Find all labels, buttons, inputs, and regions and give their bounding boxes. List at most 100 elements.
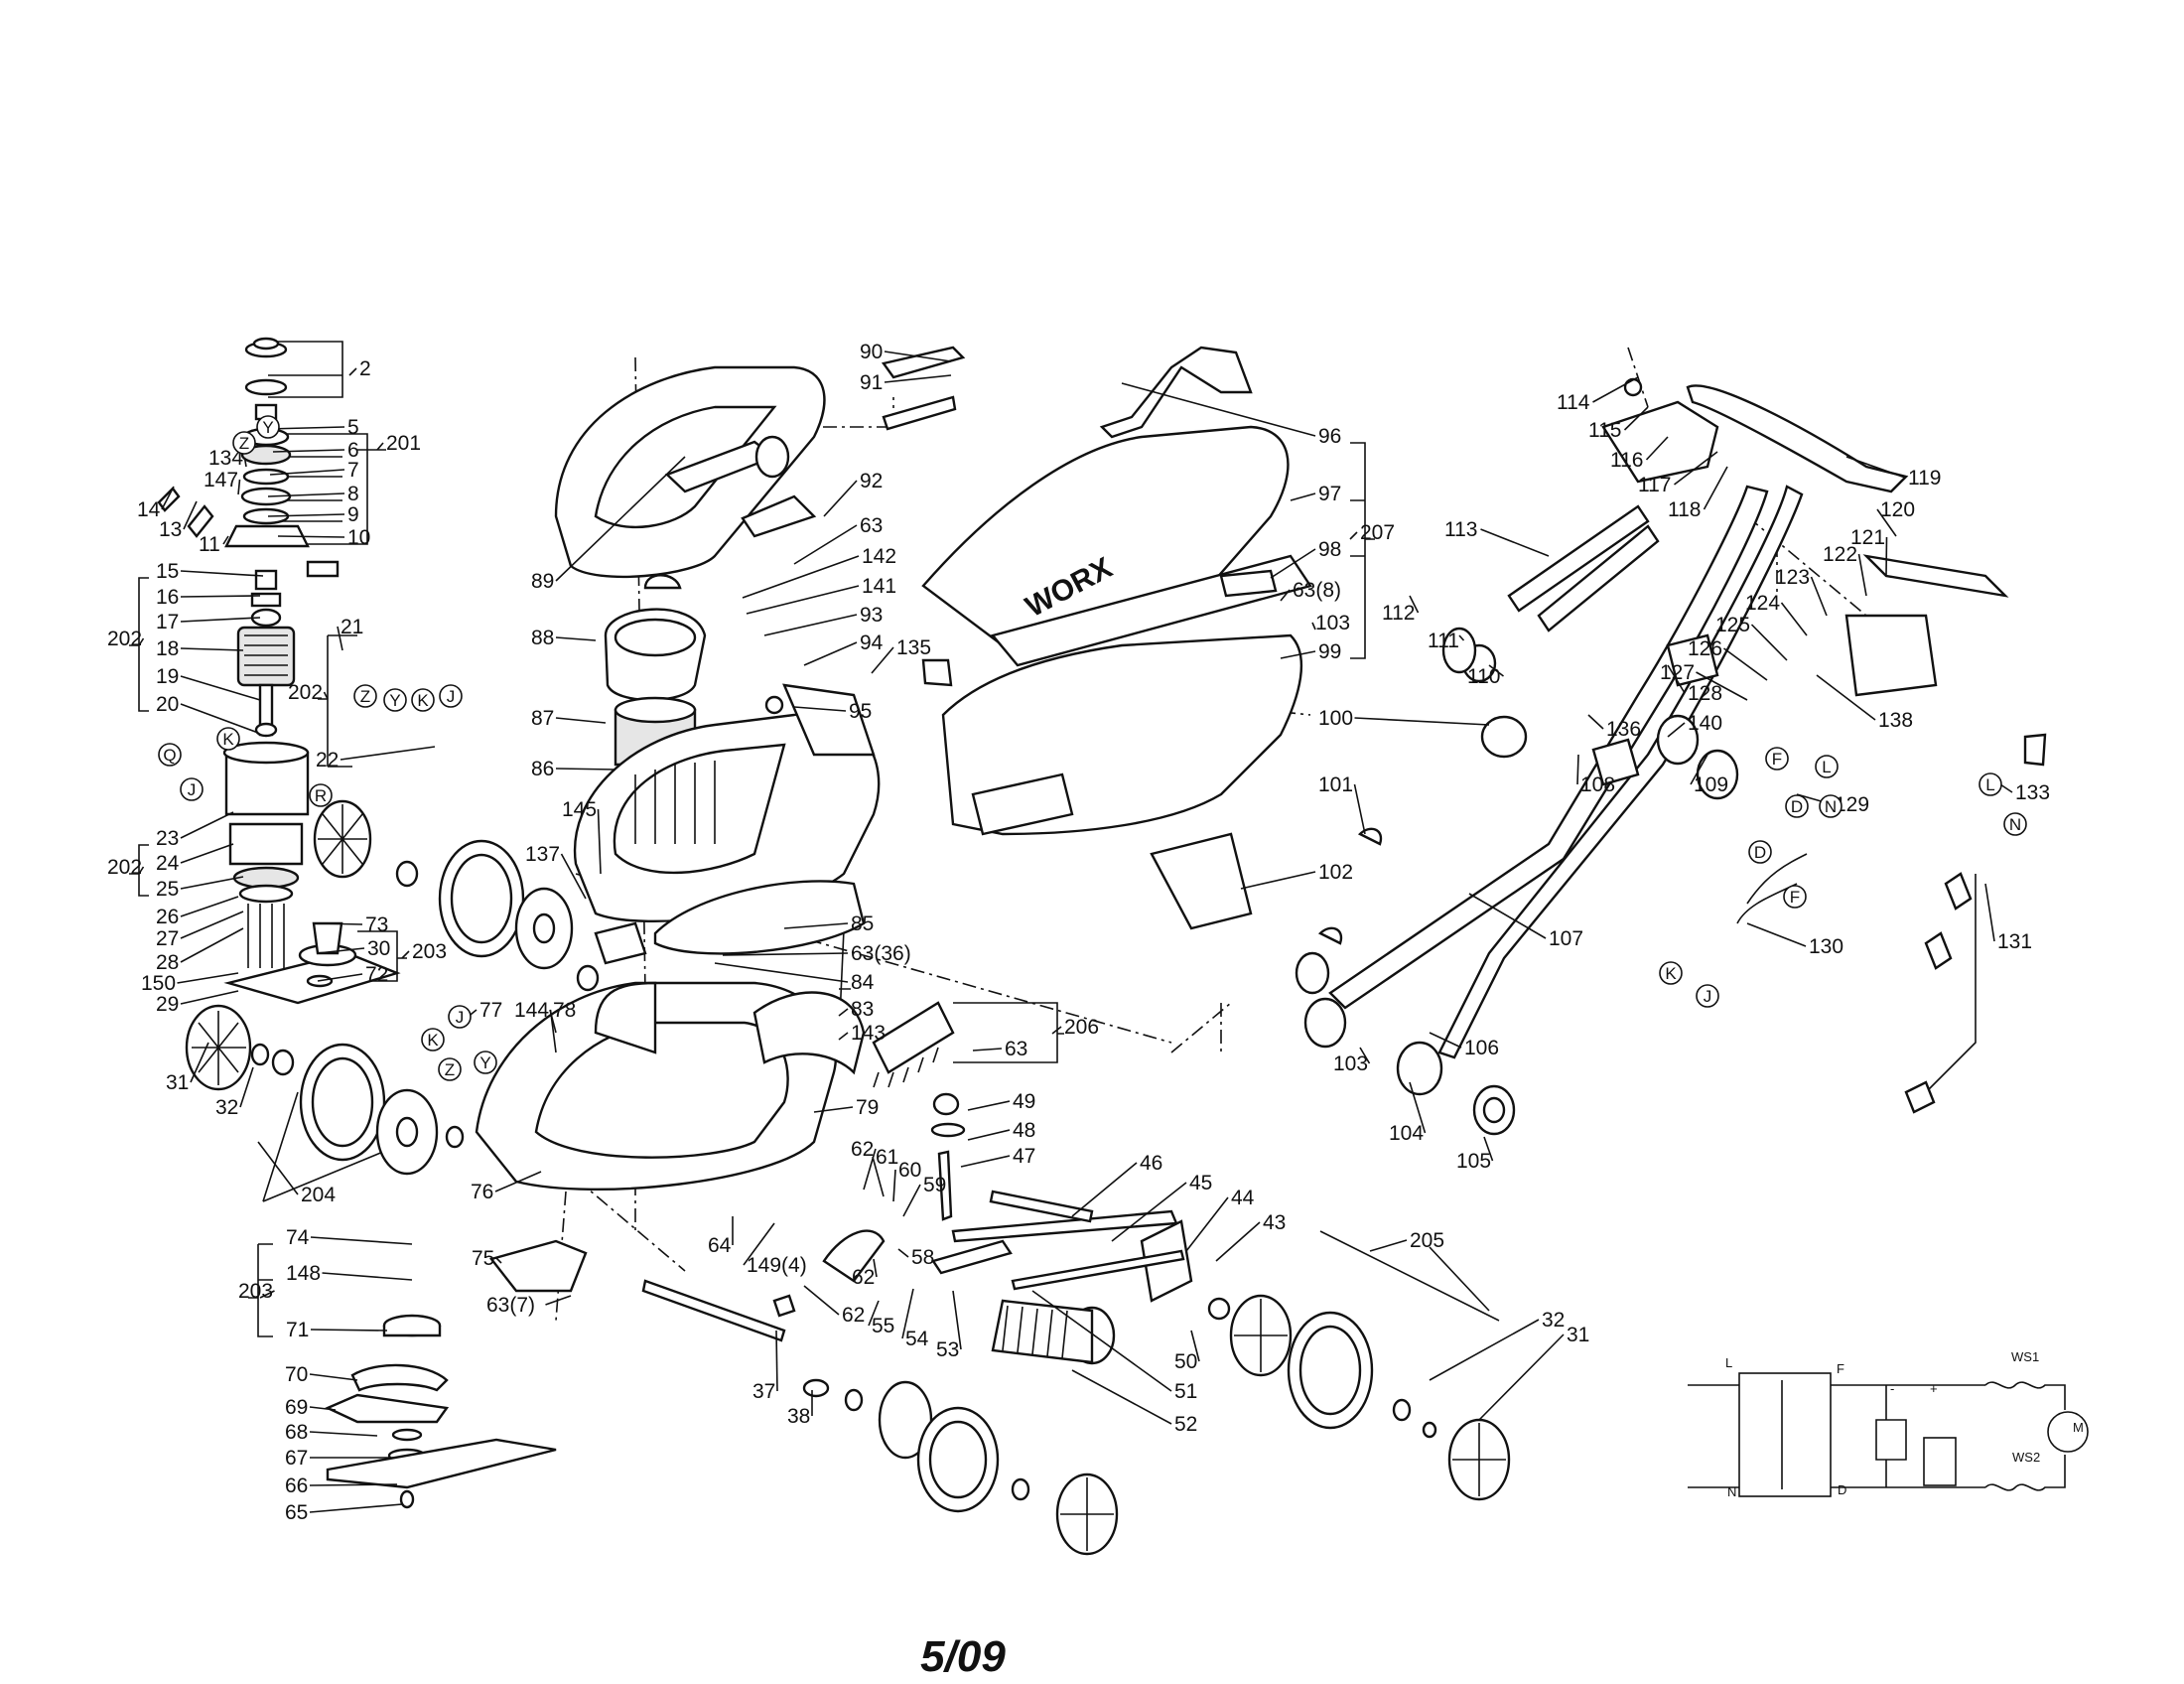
leader-line	[1746, 922, 1807, 947]
part-number-label: 50	[1174, 1350, 1197, 1373]
leader-line	[180, 703, 259, 734]
leader-line	[1369, 1239, 1408, 1252]
part-number-label: 28	[156, 951, 179, 974]
part-callout: 138	[1816, 674, 1913, 732]
part-callout: 32	[1429, 1309, 1565, 1381]
leader-line	[863, 1148, 877, 1191]
leader-line	[775, 1330, 778, 1392]
leader-line	[803, 1285, 840, 1316]
motor-stack	[157, 337, 401, 1005]
part-callout: 16	[156, 586, 261, 609]
leader-line	[967, 1129, 1011, 1141]
part-number-label: 103	[1315, 612, 1350, 634]
letter-circle	[421, 1028, 445, 1052]
leader-line	[549, 1009, 557, 1034]
part-callout: 109	[1690, 754, 1728, 796]
part-number-label: 63	[1005, 1038, 1027, 1060]
connector-letter: K	[216, 727, 240, 751]
part-callout: 14	[137, 486, 175, 521]
leader-line	[1270, 548, 1316, 579]
carry-handle-cover	[554, 346, 966, 590]
leader-line	[322, 1272, 413, 1281]
letter-circle	[438, 1057, 462, 1081]
leader-line	[1280, 589, 1291, 602]
letter-circle	[1979, 772, 2002, 796]
leader-line	[972, 1048, 1003, 1052]
part-number-label: 114	[1557, 391, 1590, 414]
part-callout: 149(4)	[743, 1222, 807, 1277]
leader-line	[555, 456, 686, 582]
part-number-label: 8	[347, 483, 359, 505]
leader-line	[267, 492, 345, 497]
part-number-label: 38	[787, 1405, 810, 1428]
connector-letter-text: Z	[239, 434, 249, 453]
part-number-label: 149(4)	[747, 1254, 807, 1277]
connector-letter-text: L	[1985, 775, 1994, 794]
letter-circle	[439, 684, 463, 708]
part-callout: 60	[892, 1159, 921, 1202]
leader-line	[1780, 602, 1808, 636]
schematic-label: +	[1930, 1381, 1938, 1396]
leader-line	[239, 1066, 254, 1108]
leader-line	[1857, 553, 1867, 597]
letter-circle	[1765, 747, 1789, 771]
part-number-label: 113	[1444, 518, 1477, 541]
part-number-label: 122	[1823, 543, 1857, 566]
part-number-label: 32	[215, 1096, 238, 1119]
part-number-label: 119	[1908, 467, 1941, 490]
part-number-label: 69	[285, 1396, 308, 1419]
part-callout: 85	[783, 912, 874, 935]
rear-left-wheels	[185, 799, 600, 1176]
part-number-label: 73	[365, 913, 388, 936]
connector-letter: D	[1785, 794, 1809, 818]
connector-letter: Y	[474, 1051, 497, 1074]
connector-letter: L	[1815, 755, 1839, 778]
part-number-label: 108	[1580, 773, 1615, 796]
part-number-label: 88	[531, 627, 554, 649]
part-number-label: 72	[365, 963, 388, 986]
leader-line	[1667, 664, 1686, 694]
part-callout: 203	[401, 940, 447, 963]
part-number-label: 18	[156, 637, 179, 660]
connector-letter: J	[448, 1005, 472, 1029]
part-number-label: 91	[860, 371, 883, 394]
leader-line	[267, 426, 345, 430]
part-callout: 61	[872, 1146, 898, 1197]
leader-line	[813, 1106, 854, 1113]
part-number-label: 7	[347, 459, 359, 482]
leader-line	[138, 866, 145, 875]
part-number-label: 62	[852, 1266, 875, 1289]
connector-letter: N	[1819, 794, 1843, 818]
part-callout: 104	[1389, 1081, 1427, 1145]
connector-letter-text: J	[1704, 987, 1712, 1006]
part-callout: 51	[1031, 1290, 1197, 1403]
part-callout: 94	[803, 632, 884, 666]
letter-circle	[1785, 794, 1809, 818]
part-callout: 204	[257, 1141, 336, 1206]
part-number-label: 44	[1231, 1187, 1255, 1209]
part-callout: 32	[215, 1066, 254, 1119]
leader-line	[1190, 1330, 1200, 1362]
leader-line	[272, 449, 345, 453]
leader-line	[1845, 456, 1906, 479]
mower-deck	[475, 921, 866, 1192]
part-callout: 15	[156, 560, 264, 583]
part-number-label: 104	[1389, 1122, 1424, 1145]
part-callout: 22	[316, 746, 436, 772]
part-number-label: 21	[341, 616, 363, 638]
part-number-label: 95	[849, 700, 872, 723]
leader-line	[1409, 1081, 1427, 1134]
part-callout: 2	[348, 357, 371, 380]
part-callout: 74	[286, 1226, 413, 1249]
leader-line	[722, 952, 849, 956]
leader-line	[742, 555, 860, 599]
connector-letter-text: F	[1772, 750, 1782, 769]
part-number-label: 141	[862, 575, 896, 598]
part-number-label: 54	[905, 1328, 929, 1350]
part-callout: 140	[1667, 712, 1722, 738]
part-callout: 19	[156, 665, 261, 701]
leader-line	[793, 524, 858, 565]
part-number-label: 90	[860, 341, 883, 363]
